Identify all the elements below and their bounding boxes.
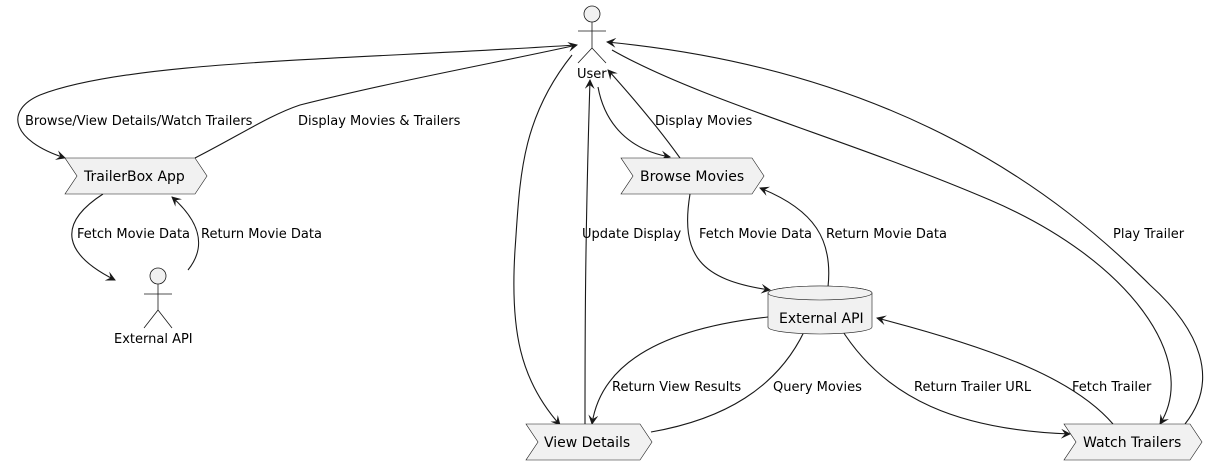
actor-user-head <box>583 5 601 23</box>
edge-external-db-to-browse <box>759 186 830 288</box>
label-display-movies: Display Movies <box>655 114 753 129</box>
label-update-display: Update Display <box>582 227 681 242</box>
actor-external-api-head <box>149 267 167 285</box>
label-query-movies: Query Movies <box>773 380 862 395</box>
edge-app-to-external-actor <box>71 193 116 281</box>
edge-watch-to-user <box>606 37 1204 425</box>
edge-db-to-watch <box>839 326 1071 439</box>
label-browse-fetch-movie-data: Fetch Movie Data <box>699 227 812 242</box>
edge-external-actor-to-app <box>171 196 200 271</box>
edge-user-to-browse <box>597 86 671 161</box>
label-app-return-movie-data: Return Movie Data <box>201 227 322 242</box>
label-return-view-results: Return View Results <box>612 380 741 395</box>
node-browse-movies-label: Browse Movies <box>640 169 744 185</box>
edge-user-to-watch <box>611 49 1172 425</box>
node-external-api-database: External API <box>767 285 873 335</box>
node-browse-movies: Browse Movies <box>620 157 765 195</box>
node-view-details-label: View Details <box>544 435 630 451</box>
edge-user-to-app <box>17 44 576 160</box>
edge-app-to-user <box>194 42 578 159</box>
actor-external-api-label: External API <box>114 332 193 347</box>
node-trailerbox-app-label: TrailerBox App <box>83 169 185 185</box>
label-return-trailer-url: Return Trailer URL <box>914 380 1032 395</box>
edge-watch-to-db <box>876 315 1114 425</box>
edge-view-details-to-user <box>584 79 595 426</box>
node-watch-trailers-label: Watch Trailers <box>1083 435 1181 451</box>
node-view-details: View Details <box>525 423 653 461</box>
label-browse-return-movie-data: Return Movie Data <box>826 227 947 242</box>
edge-browse-to-external-db <box>687 193 771 294</box>
node-trailerbox-app: TrailerBox App <box>64 157 208 195</box>
edge-user-to-view-details <box>513 54 573 426</box>
edge-db-to-view-details <box>588 316 769 425</box>
label-app-fetch-movie-data: Fetch Movie Data <box>77 227 190 242</box>
edge-browse-to-user <box>607 69 681 159</box>
actor-external-api: External API <box>114 267 193 347</box>
label-display-movies-trailers: Display Movies & Trailers <box>298 114 461 129</box>
node-watch-trailers: Watch Trailers <box>1063 423 1203 461</box>
actor-user: User <box>577 5 607 82</box>
node-external-api-database-label: External API <box>779 311 864 327</box>
label-fetch-trailer: Fetch Trailer <box>1072 380 1152 395</box>
label-play-trailer: Play Trailer <box>1113 227 1185 242</box>
edge-view-details-to-db <box>650 322 810 433</box>
label-browse-view-watch: Browse/View Details/Watch Trailers <box>25 114 253 129</box>
actor-user-label: User <box>577 67 607 82</box>
